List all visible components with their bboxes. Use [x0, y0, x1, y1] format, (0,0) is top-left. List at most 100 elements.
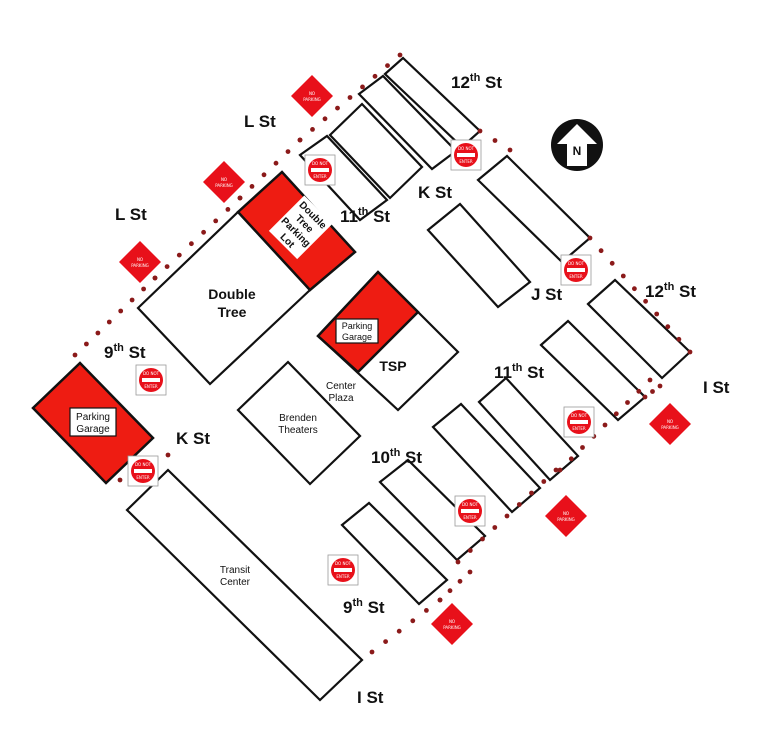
svg-text:DO NOT: DO NOT [335, 561, 352, 566]
curb-dot [213, 218, 219, 224]
svg-text:ENTER: ENTER [136, 475, 149, 480]
svg-text:ENTER: ENTER [144, 384, 157, 389]
svg-text:ENTER: ENTER [459, 159, 472, 164]
curb-dot [643, 298, 648, 304]
street-label-12th-top: 12th St [451, 72, 502, 92]
curb-dot [72, 352, 78, 358]
svg-text:PARKING: PARKING [131, 263, 149, 268]
street-label-i-bottom: I St [357, 688, 384, 707]
curb-dot [587, 235, 593, 241]
curb-dot [477, 128, 483, 134]
street-label-12th-right: 12th St [645, 281, 696, 301]
parking-garage-left-label: Parking Garage [69, 407, 117, 437]
curb-dot [654, 311, 660, 317]
parking-garage-center-label: Parking Garage [335, 318, 379, 344]
curb-dot [410, 618, 416, 624]
svg-text:Garage: Garage [76, 424, 110, 435]
curb-dot [322, 116, 328, 122]
svg-text:ENTER: ENTER [572, 426, 585, 431]
do-not-enter-sign-icon: DO NOT ENTER [563, 406, 595, 438]
street-label-10th: 10th St [371, 447, 422, 467]
curb-dot [529, 490, 534, 496]
curb-dot [164, 264, 170, 269]
svg-text:NO: NO [667, 419, 673, 424]
street-label-l-top: L St [244, 112, 276, 131]
curb-dot [492, 525, 498, 530]
curb-dot [602, 422, 608, 428]
svg-text:Garage: Garage [342, 332, 372, 342]
curb-dot [676, 336, 682, 342]
svg-text:Double: Double [208, 286, 256, 302]
svg-text:Tree: Tree [218, 304, 247, 320]
svg-text:NO: NO [563, 511, 569, 516]
curb-dot [117, 477, 123, 483]
curb-dot [237, 195, 243, 201]
curb-dot [273, 160, 279, 166]
curb-dot [580, 445, 585, 450]
curb-dot [397, 52, 403, 58]
street-label-9th-left: 9th St [104, 342, 146, 362]
curb-dot [480, 536, 485, 542]
curb-dot [553, 467, 559, 473]
street-label-11th-upper: 11th St [340, 206, 390, 226]
brenden-theaters-building [236, 360, 362, 486]
curb-dot [249, 184, 255, 189]
curb-dot [118, 308, 124, 314]
curb-dot [152, 275, 158, 281]
curb-dot [347, 95, 353, 100]
svg-text:Plaza: Plaza [328, 393, 353, 404]
svg-text:ENTER: ENTER [336, 574, 349, 579]
curb-dot [636, 388, 642, 394]
do-not-enter-sign-icon: DO NOT ENTER [127, 455, 159, 487]
svg-text:Center: Center [326, 381, 357, 392]
svg-text:ENTER: ENTER [463, 515, 476, 520]
svg-text:Transit: Transit [220, 565, 250, 576]
svg-text:NO: NO [221, 177, 227, 182]
svg-text:PARKING: PARKING [303, 97, 321, 102]
street-label-k-upper: K St [418, 183, 452, 202]
curb-dot [609, 260, 615, 266]
curb-dot [360, 84, 365, 90]
curb-dot [467, 569, 473, 575]
svg-text:N: N [573, 144, 582, 158]
curb-dot [310, 126, 315, 132]
curb-dot [541, 479, 547, 484]
curb-dot [106, 319, 112, 325]
curb-dot [632, 286, 637, 292]
svg-text:DO NOT: DO NOT [312, 161, 329, 166]
curb-dot [516, 502, 522, 507]
curb-dot [504, 513, 510, 519]
curb-dot [647, 377, 653, 383]
curb-dot [383, 639, 388, 644]
curb-dot [457, 578, 463, 584]
curb-dot [455, 559, 461, 565]
curb-dot [95, 330, 101, 336]
svg-text:NO: NO [137, 257, 143, 262]
svg-text:Parking: Parking [76, 412, 110, 423]
svg-text:NO: NO [309, 91, 315, 96]
curb-dot [568, 456, 574, 462]
svg-text:DO NOT: DO NOT [135, 462, 152, 467]
curb-dot [285, 149, 291, 155]
tsp-label: TSP [379, 358, 406, 374]
street-label-i-right: I St [703, 378, 730, 397]
street-label-k-lower: K St [176, 429, 210, 448]
curb-dot [225, 207, 231, 212]
curb-dot [369, 649, 375, 655]
svg-text:DO NOT: DO NOT [571, 413, 588, 418]
curb-dot [557, 467, 563, 473]
curb-dot [372, 73, 378, 79]
curb-markers [72, 52, 693, 655]
traffic-signs: NOPARKINGNOPARKINGNOPARKINGNOPARKINGNOPA… [119, 75, 691, 645]
do-not-enter-sign-icon: DO NOT ENTER [327, 554, 359, 586]
street-label-j: J St [531, 285, 563, 304]
block-i-3 [431, 402, 542, 514]
svg-text:Center: Center [220, 577, 251, 588]
curb-dot [201, 229, 207, 235]
